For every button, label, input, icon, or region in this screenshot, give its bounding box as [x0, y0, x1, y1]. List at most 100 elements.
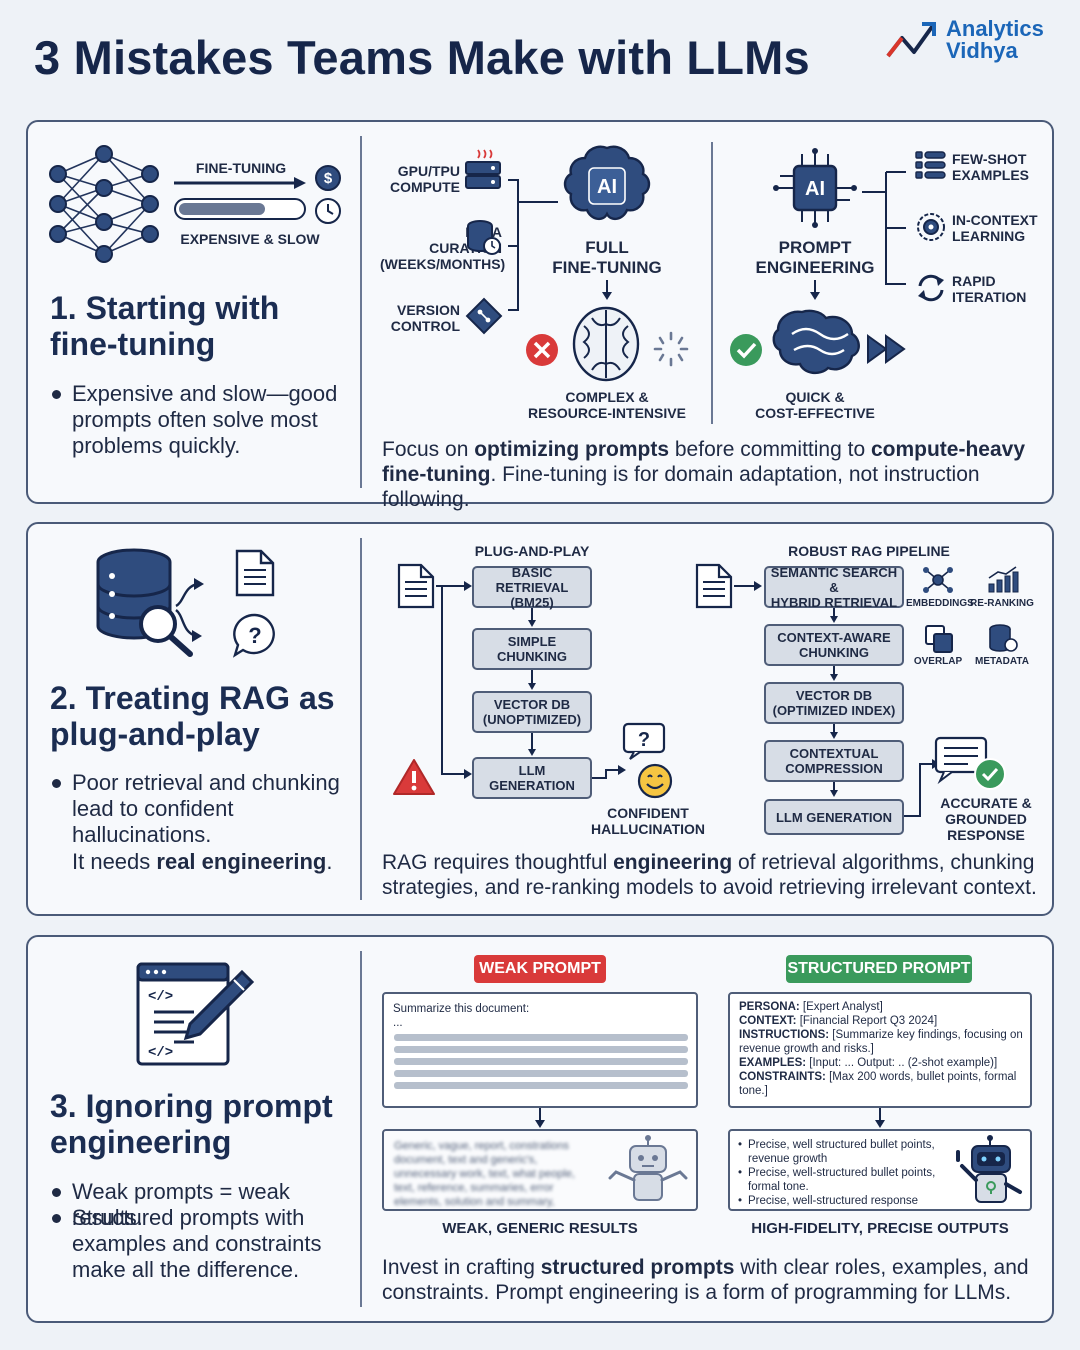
- gear-network-icon: [917, 213, 945, 241]
- expensive-slow-label: EXPENSIVE & SLOW: [180, 231, 320, 247]
- ai-chip-text-2: AI: [805, 178, 825, 200]
- structured-prompt-box: PERSONA: [Expert Analyst] CONTEXT: [Finan…: [728, 992, 1032, 1108]
- error-x-icon: [526, 334, 558, 366]
- arrow-down-icon-2: [810, 280, 820, 300]
- loading-spinner-icon: [653, 331, 689, 367]
- confident-hallucination-label: CONFIDENT HALLUCINATION: [590, 805, 706, 837]
- server-icon: [465, 149, 501, 189]
- robust-step-compression: CONTEXTUAL COMPRESSION: [764, 740, 904, 782]
- list-icon: [915, 151, 946, 179]
- re-ranking-tag: RE-RANKING: [970, 598, 1034, 609]
- dollar-icon: $: [315, 165, 341, 191]
- few-shot-label: FEW-SHOT EXAMPLES: [952, 151, 1030, 183]
- refresh-icon: [918, 274, 944, 302]
- question-bubble-icon-2: ?: [622, 722, 666, 760]
- structured-result-list: •Precise, well structured bullet points,…: [738, 1138, 948, 1208]
- response-check-icon: [934, 736, 1006, 790]
- accurate-response-label: ACCURATE & GROUNDED RESPONSE: [940, 795, 1032, 843]
- document-icon: [235, 549, 275, 597]
- pnp-arrow-right: [592, 765, 626, 779]
- robust-arrow-in: [734, 581, 762, 591]
- structured-prompt-line: PERSONA: [Expert Analyst]: [739, 1001, 883, 1013]
- structured-result-item: •Precise, well structured bullet points,…: [738, 1139, 935, 1165]
- svg-text:</>: </>: [148, 989, 173, 1005]
- neural-network-icon: [49, 145, 159, 263]
- brain-icon: [572, 306, 640, 382]
- re-ranking-icon: [988, 566, 1019, 593]
- overlap-icon: [925, 625, 953, 653]
- structured-prompt-line: CONTEXT: [Financial Report Q3 2024]: [739, 1015, 938, 1027]
- pnp-down-arrows: [528, 608, 536, 756]
- embeddings-tag: EMBEDDINGS: [906, 598, 974, 609]
- rapid-iteration-label: RAPID ITERATION: [952, 273, 1027, 305]
- panel-divider: [360, 951, 362, 1307]
- structured-prompt-line: CONSTRAINTS: [Max 200 words, bullet poin…: [739, 1071, 1017, 1097]
- robust-down-arrows: [830, 608, 838, 797]
- weak-result-label: WEAK, GENERIC RESULTS: [442, 1220, 638, 1237]
- in-context-label: IN-CONTEXT LEARNING: [952, 212, 1038, 244]
- svg-text:?: ?: [248, 623, 261, 648]
- code-pen-icon: </> </>: [136, 962, 255, 1066]
- success-check-icon: [730, 334, 762, 366]
- structured-result-label: HIGH-FIDELITY, PRECISE OUTPUTS: [751, 1220, 1009, 1237]
- smiley-icon: [637, 763, 673, 799]
- section2-bullet-cont: It needs real engineering.: [72, 849, 333, 874]
- section2-heading: 2. Treating RAG as plug-and-play: [50, 680, 335, 752]
- ai-chip-text: AI: [597, 176, 617, 198]
- brain-fast-icon: [772, 309, 860, 375]
- happy-robot-icon: [956, 1135, 1022, 1203]
- robust-step-llm-generation: LLM GENERATION: [764, 799, 904, 835]
- section3-caption: Invest in crafting structured prompts wi…: [382, 1256, 1029, 1304]
- pnp-step-simple-chunking: SIMPLE CHUNKING: [472, 628, 592, 670]
- robust-step-vector-db: VECTOR DB (OPTIMIZED INDEX): [764, 682, 904, 724]
- structured-prompt-text: PERSONA: [Expert Analyst] CONTEXT: [Finan…: [739, 1000, 1025, 1098]
- full-fine-tuning-label: FULL FINE-TUNING: [552, 238, 662, 277]
- ai-chip-icon: AI: [773, 148, 857, 228]
- arrow-down-icon: [602, 280, 612, 300]
- pnp-step-llm-generation: LLM GENERATION: [472, 757, 592, 799]
- robust-rag-title: ROBUST RAG PIPELINE: [788, 543, 950, 559]
- fine-tuning-label: FINE-TUNING: [195, 160, 287, 176]
- structured-arrow-down: [875, 1108, 885, 1128]
- robust-step-context-chunking: CONTEXT-AWARE CHUNKING: [764, 624, 904, 666]
- structured-result-item: •Precise, well-structured response: [738, 1195, 919, 1207]
- pnp-connectors: [436, 581, 472, 779]
- svg-text:?: ?: [638, 729, 650, 751]
- svg-text:$: $: [324, 170, 333, 187]
- complex-label: COMPLEX & RESOURCE-INTENSIVE: [528, 389, 686, 421]
- panel-divider: [360, 136, 362, 488]
- section3-bullet-2: Structured prompts with examples and con…: [52, 1205, 342, 1283]
- gpu-compute-label: GPU/TPU COMPUTE: [390, 163, 460, 195]
- prompt-engineering-label: PROMPT ENGINEERING: [755, 238, 875, 277]
- document-icon-3: [695, 563, 733, 609]
- weak-prompt-ellipsis: ...: [393, 1017, 403, 1029]
- git-icon: [465, 297, 503, 335]
- weak-arrow-down: [535, 1108, 545, 1128]
- robust-step-semantic-search: SEMANTIC SEARCH & HYBRID RETRIEVAL: [764, 565, 904, 610]
- analytics-vidhya-logo: Analytics Vidhya: [884, 18, 1064, 70]
- plug-and-play-title: PLUG-AND-PLAY: [474, 543, 590, 559]
- ai-brain-chip-icon: AI: [563, 145, 651, 221]
- question-bubble-icon: ?: [232, 613, 275, 658]
- document-icon-2: [397, 563, 435, 609]
- section2-caption: RAG requires thoughtful engineering of r…: [382, 851, 1037, 899]
- structured-prompt-badge: STRUCTURED PROMPT: [786, 955, 972, 983]
- embeddings-icon: [923, 567, 953, 593]
- structured-result-item: •Precise, well-structured bullet points,…: [738, 1167, 936, 1193]
- database-clock-icon: [467, 220, 501, 255]
- pnp-step-basic-retrieval: BASIC RETRIEVAL (BM25): [472, 565, 592, 610]
- weak-prompt-badge: WEAK PROMPT: [474, 955, 606, 983]
- panel-divider: [360, 538, 362, 900]
- weak-prompt-text: Summarize this document:: [393, 1003, 530, 1015]
- structured-prompt-line: EXAMPLES: [Input: ... Output: .. (2-shot…: [739, 1057, 998, 1069]
- section1-bullet: Expensive and slow—good prompts often so…: [52, 381, 342, 459]
- clock-icon: [315, 198, 341, 224]
- panel-divider-inner: [711, 142, 713, 424]
- progress-fill: [179, 203, 265, 215]
- page-title: 3 Mistakes Teams Make with LLMs: [34, 31, 810, 84]
- trend-arrow-icon: [886, 22, 936, 58]
- section3-bullet-1: Weak prompts = weak results.: [52, 1179, 352, 1231]
- fast-forward-icon: [867, 334, 906, 364]
- pnp-step-vector-db: VECTOR DB (UNOPTIMIZED): [472, 691, 592, 733]
- confused-robot-icon: [608, 1135, 688, 1201]
